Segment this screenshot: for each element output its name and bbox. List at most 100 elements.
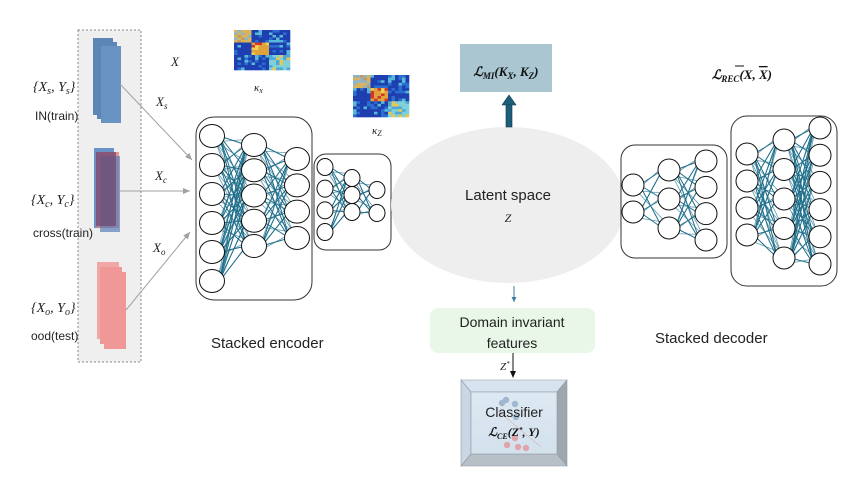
heatmap-cell: [363, 101, 368, 105]
neuron-node: [735, 142, 759, 166]
heatmap-cell: [360, 101, 364, 105]
decision-boundary: [497, 410, 542, 448]
class-b-point: [511, 434, 519, 442]
heatmap-cell: [272, 50, 277, 53]
heatmap-cell: [255, 65, 259, 68]
heatmap-cell: [286, 55, 291, 58]
heatmap-cell: [269, 67, 273, 71]
heatmap-cell: [356, 75, 361, 78]
heatmap-cell: [391, 93, 396, 97]
heatmap-cell: [237, 50, 242, 53]
heatmap-cell: [395, 101, 399, 105]
network-edge: [327, 192, 350, 209]
heatmap-cell: [234, 37, 238, 41]
heatmap-cell: [269, 40, 273, 43]
heatmap-cell: [269, 45, 273, 48]
heatmap-cell: [276, 32, 280, 36]
heatmap-cell: [370, 80, 375, 84]
heatmap-cell: [269, 62, 273, 66]
network-edge: [749, 134, 782, 241]
heatmap-cell: [251, 50, 256, 53]
heatmap-cell: [367, 75, 371, 78]
heatmap-cell: [367, 106, 371, 110]
heatmap-cell: [367, 82, 371, 86]
heatmap-cell: [255, 42, 259, 46]
heatmap-cell: [356, 98, 361, 102]
heatmap-cell: [363, 80, 368, 84]
heatmap-cell: [395, 75, 399, 78]
neuron-node: [343, 169, 361, 187]
class-a-point: [502, 396, 510, 404]
heatmap-cell: [265, 40, 270, 43]
encoder-big-network: [199, 124, 310, 293]
heatmap-cell: [265, 57, 270, 61]
neuron-node: [316, 179, 334, 198]
network-edge: [215, 164, 251, 287]
heatmap-cell: [258, 67, 263, 71]
heatmap-cell: [353, 80, 357, 84]
heatmap-cell: [269, 35, 273, 38]
network-edge: [787, 204, 817, 232]
heatmap-cell: [395, 98, 399, 102]
heatmap-cell: [272, 45, 277, 48]
heatmap-cell: [377, 96, 382, 99]
heatmap-cell: [237, 40, 242, 43]
heatmap-cell: [262, 62, 266, 66]
heatmap-cell: [381, 77, 385, 81]
heatmap-cell: [241, 42, 245, 46]
heatmap-cell: [269, 60, 273, 63]
heatmap-cell: [244, 57, 249, 61]
heatmap-cell: [255, 35, 259, 38]
network-edge: [786, 174, 818, 232]
heatmap-cell: [265, 47, 270, 51]
heatmap-cell: [279, 60, 284, 63]
heatmap-cell: [367, 96, 371, 99]
heatmap-cell: [374, 106, 378, 110]
neuron-node: [808, 252, 832, 276]
heatmap-cell: [388, 75, 392, 78]
heatmap-cell: [353, 109, 357, 113]
heatmap-cell: [244, 47, 249, 51]
heatmap-cell: [391, 114, 396, 118]
heatmap-cell: [391, 77, 396, 81]
heatmap-cell: [279, 42, 284, 46]
heatmap-cell: [377, 114, 382, 118]
heatmap-cell: [370, 103, 375, 107]
heatmap-cell: [402, 98, 406, 102]
heatmap-cell: [269, 50, 273, 53]
neuron-node: [316, 223, 334, 241]
heatmap-cell: [234, 67, 238, 71]
heatmap-cell: [276, 52, 280, 56]
heatmap-cell: [381, 93, 385, 97]
heatmap-cell: [367, 88, 371, 92]
heatmap-cell: [377, 109, 382, 113]
class-b-point: [514, 443, 522, 451]
heatmap-cell: [237, 47, 242, 51]
heatmap-cell: [391, 88, 396, 92]
heatmap-cell: [405, 77, 410, 81]
heatmap-cell: [391, 96, 396, 99]
heatmap-cell: [388, 114, 392, 118]
heatmap-cell: [276, 50, 280, 53]
heatmap-cell: [255, 55, 259, 58]
heatmap-cell: [237, 30, 242, 33]
heatmap-cell: [388, 77, 392, 81]
heatmap-cell: [402, 75, 406, 78]
class-a-point: [511, 400, 519, 408]
heatmap-cell: [286, 65, 291, 68]
neuron-node: [808, 198, 832, 222]
heatmap-cell: [356, 96, 361, 99]
neuron-node: [621, 173, 645, 197]
heatmap-cell: [272, 52, 277, 56]
heatmap-cell: [272, 62, 277, 66]
heatmap-cell: [402, 77, 406, 81]
heatmap-cell: [360, 111, 364, 115]
heatmap-cell: [265, 55, 270, 58]
heatmap-cell: [272, 32, 277, 36]
heatmap-cell: [279, 37, 284, 41]
source-flow-arrow: [119, 83, 193, 161]
heatmap-cell: [384, 111, 389, 115]
encoder-caption: Stacked encoder: [211, 335, 324, 352]
heatmap-cell: [398, 77, 403, 81]
heatmap-cell: [283, 45, 287, 48]
